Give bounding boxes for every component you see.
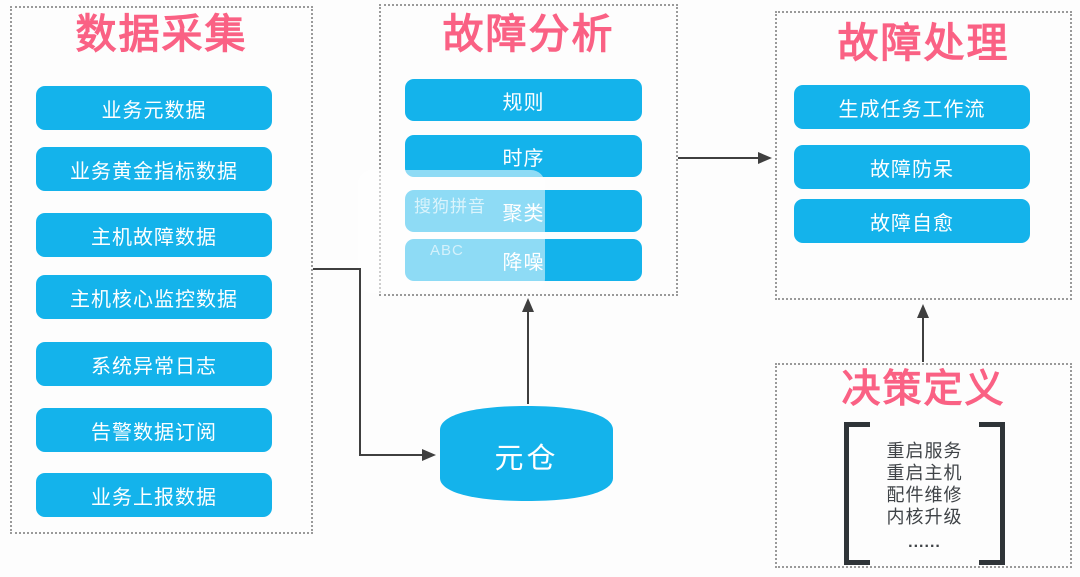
- ime-watermark-mode: ABC: [430, 242, 464, 259]
- panel-fault-handling: 故障处理 生成任务工作流 故障防呆 故障自愈: [775, 11, 1072, 300]
- node-golden-metric-data: 业务黄金指标数据: [36, 147, 272, 191]
- node-fault-proofing: 故障防呆: [794, 145, 1030, 189]
- right-bracket-glyph: [979, 422, 1005, 565]
- decision-item-parts-repair: 配件维修: [886, 484, 963, 505]
- node-fault-self-heal: 故障自愈: [794, 199, 1030, 243]
- panel-title-decision-definition: 决策定义: [841, 368, 1006, 411]
- decision-item-kernel-upgrade: 内核升级: [886, 506, 963, 527]
- node-host-fault-data: 主机故障数据: [36, 213, 272, 257]
- decision-list: 重启服务 重启主机 配件维修 内核升级 ......: [844, 422, 1005, 565]
- arrow-collection-to-warehouse: [313, 268, 436, 461]
- decision-item-restart-service: 重启服务: [886, 440, 963, 461]
- node-business-metadata: 业务元数据: [36, 86, 272, 130]
- decision-bracket-group: 重启服务 重启主机 配件维修 内核升级 ......: [844, 422, 1005, 565]
- meta-warehouse-cylinder: 元仓: [438, 403, 615, 504]
- panel-title-fault-handling: 故障处理: [837, 20, 1010, 66]
- left-bracket-glyph: [844, 422, 870, 565]
- node-alert-subscription: 告警数据订阅: [36, 408, 272, 452]
- node-rules: 规则: [405, 79, 642, 121]
- panel-decision-definition: 决策定义 重启服务 重启主机 配件维修 内核升级 ......: [775, 363, 1072, 568]
- decision-item-restart-host: 重启主机: [886, 462, 963, 483]
- meta-warehouse-label: 元仓: [494, 442, 559, 475]
- decision-item-ellipsis: ......: [908, 533, 941, 551]
- panel-title-data-collection: 数据采集: [75, 11, 248, 57]
- node-host-core-monitor-data: 主机核心监控数据: [36, 275, 272, 319]
- node-system-error-log: 系统异常日志: [36, 342, 272, 386]
- ime-watermark-panel: 搜狗拼音 ABC: [358, 170, 545, 293]
- node-task-workflow: 生成任务工作流: [794, 85, 1030, 129]
- panel-title-fault-analysis: 故障分析: [442, 11, 615, 57]
- panel-data-collection: 数据采集 业务元数据 业务黄金指标数据 主机故障数据 主机核心监控数据 系统异常…: [10, 6, 313, 534]
- node-business-report-data: 业务上报数据: [36, 473, 272, 517]
- cylinder-shape: [440, 406, 613, 501]
- ime-watermark-name: 搜狗拼音: [414, 197, 486, 216]
